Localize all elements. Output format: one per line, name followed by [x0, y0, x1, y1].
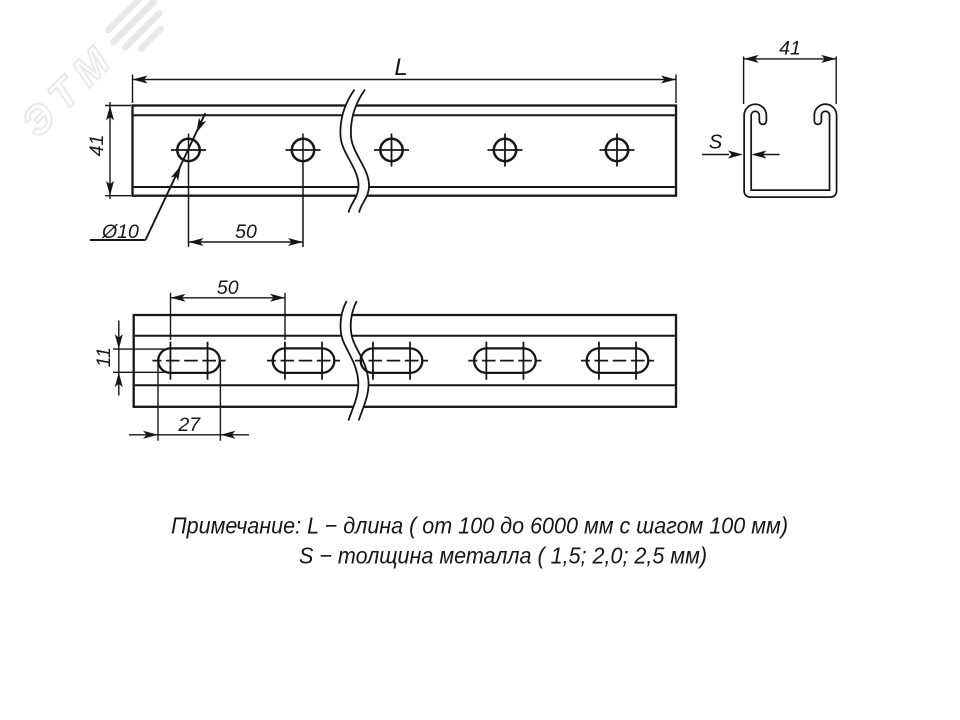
svg-text:L: L [394, 54, 407, 81]
svg-text:Примечание: L − длина ( от 100: Примечание: L − длина ( от 100 до 6000 м… [171, 513, 788, 539]
svg-text:50: 50 [217, 277, 239, 299]
svg-text:S − толщина металла ( 1,5; 2,0: S − толщина металла ( 1,5; 2,0; 2,5 мм) [299, 543, 707, 569]
svg-text:11: 11 [93, 347, 115, 367]
svg-text:S: S [709, 132, 723, 154]
svg-text:41: 41 [86, 135, 108, 157]
svg-text:Ø10: Ø10 [101, 221, 139, 243]
svg-text:41: 41 [779, 38, 801, 60]
svg-text:27: 27 [177, 414, 201, 436]
svg-text:50: 50 [235, 221, 257, 243]
